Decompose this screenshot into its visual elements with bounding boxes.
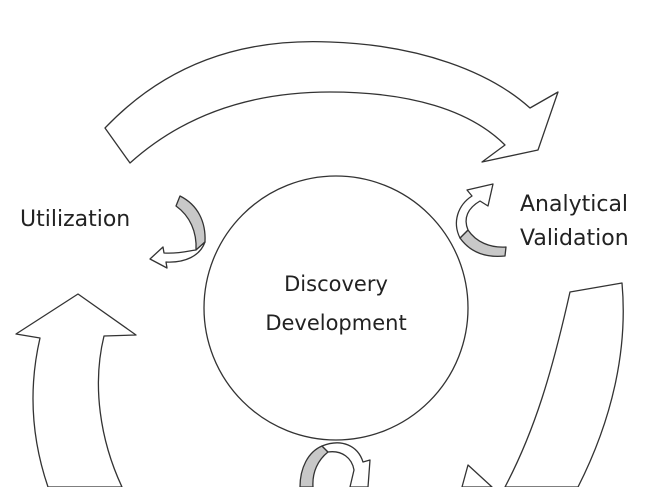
center-label-line2: Development [265, 311, 406, 335]
analytical-loop-arrowhead [455, 183, 494, 239]
top-cycle-arrow [104, 40, 559, 164]
left-cycle-arrow [15, 293, 137, 487]
analytical-loop-arrow [459, 229, 507, 258]
analytical-label-line2: Validation [520, 226, 629, 251]
right-cycle-arrow [504, 282, 624, 487]
right-arrow-head [461, 464, 493, 487]
bottom-loop-arrowhead [321, 442, 371, 487]
utilization-loop-arrow [175, 195, 206, 251]
bottom-loop-arrow [299, 445, 329, 487]
analytical-label-line1: Analytical [520, 192, 628, 217]
utilization-loop-arrowhead [149, 241, 206, 269]
center-circle [203, 175, 469, 441]
center-label-line1: Discovery [284, 272, 388, 296]
utilization-label: Utilization [20, 207, 130, 232]
